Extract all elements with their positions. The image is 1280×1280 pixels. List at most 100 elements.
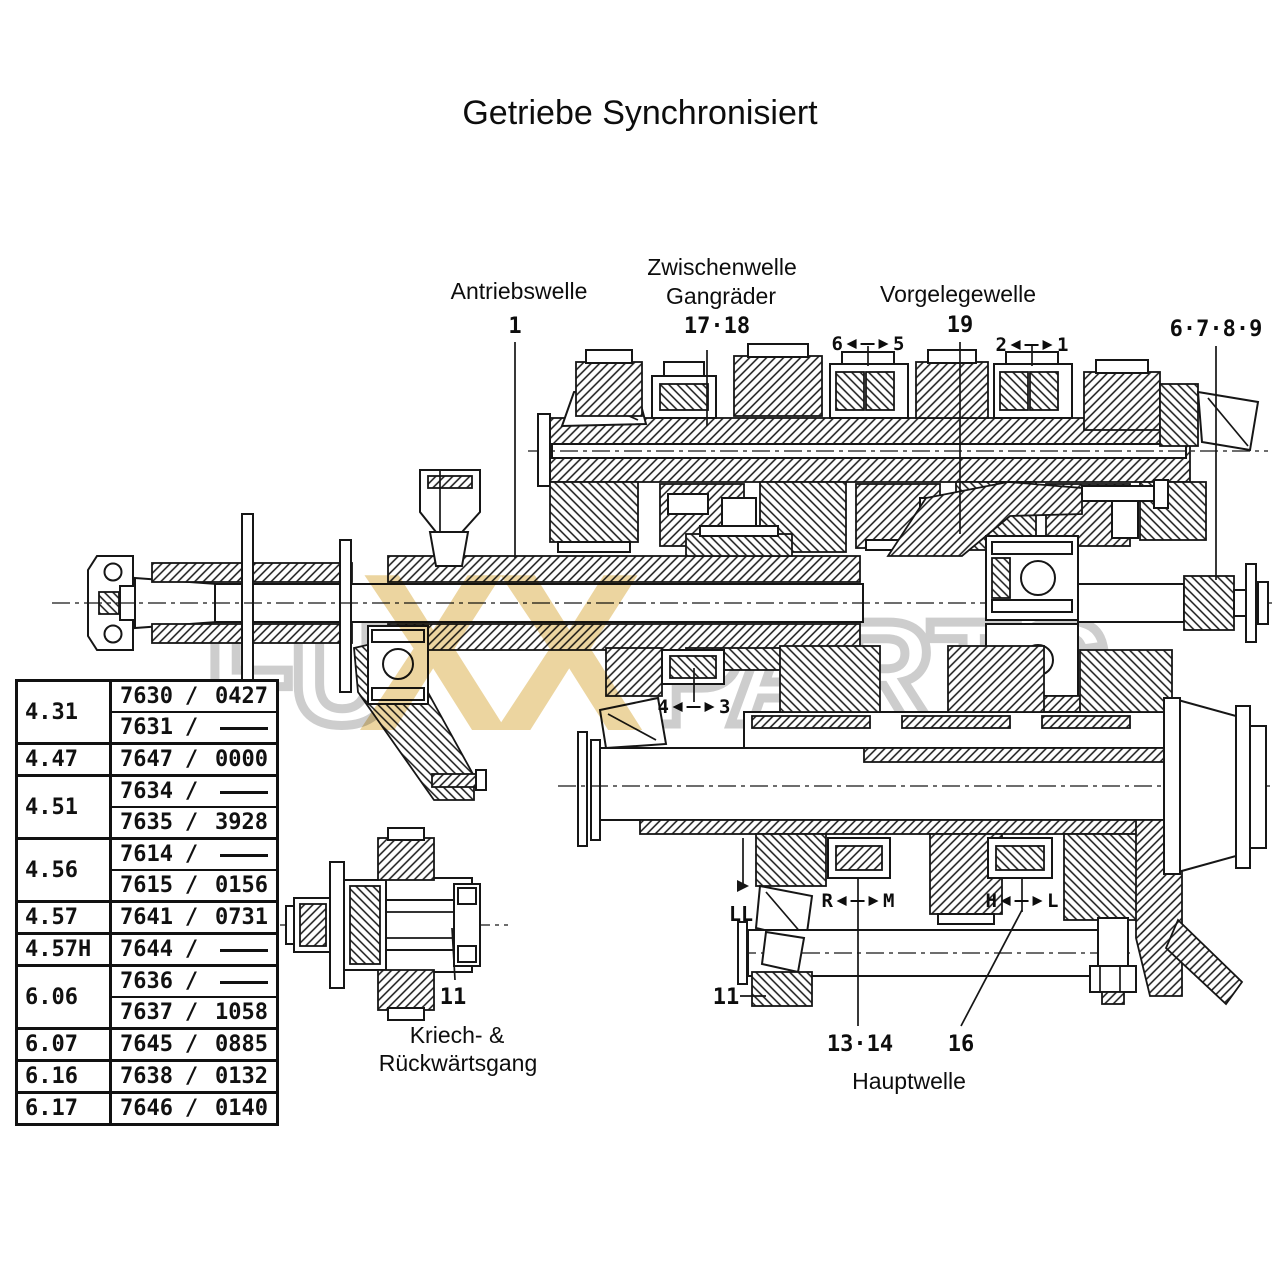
shift-left-label: 4 bbox=[657, 696, 669, 718]
shift-left-label: 2 bbox=[995, 334, 1007, 356]
ratio-cell: 4.31 bbox=[18, 682, 112, 742]
label-kriechgang-line2: Rückwärtsgang bbox=[378, 1050, 538, 1076]
shift-marker-6-5: 6 5 bbox=[832, 333, 905, 355]
creeper-gear-inset bbox=[280, 827, 508, 1021]
part-number-line: 7645/0885 bbox=[120, 1032, 268, 1057]
range-left-label: R bbox=[821, 890, 833, 912]
part-numbers-cell: 7614/7615/0156 bbox=[112, 840, 276, 900]
shift-left-label: 6 bbox=[831, 333, 843, 355]
arrow-right-icon bbox=[1043, 340, 1053, 350]
range-right-label: L bbox=[1047, 890, 1059, 912]
main-shaft-assembly bbox=[558, 645, 1270, 1007]
callout-11-main: 11 bbox=[712, 985, 740, 1010]
part-number-line: 7631/ bbox=[112, 713, 276, 742]
callout-leader-lines bbox=[451, 342, 1217, 1027]
arrow-stem bbox=[1015, 900, 1029, 902]
callout-13-14: 13·14 bbox=[826, 1032, 894, 1057]
label-kriechgang-line1: Kriech- & bbox=[409, 1022, 505, 1048]
part-number-line: 7647/0000 bbox=[120, 747, 268, 772]
part-numbers-cell: 7644/ bbox=[112, 935, 276, 964]
ratio-cell: 6.16 bbox=[18, 1062, 112, 1091]
shift-marker-4-3: 4 3 bbox=[658, 696, 731, 718]
callout-11-inset: 11 bbox=[439, 985, 467, 1010]
arrow-left-icon bbox=[1011, 340, 1021, 350]
countershaft-assembly bbox=[528, 343, 1268, 553]
table-row: 6.17 7646/0140 bbox=[18, 1094, 276, 1123]
table-row: 6.16 7638/0132 bbox=[18, 1062, 276, 1094]
part-number-line: 7636/ bbox=[112, 967, 276, 998]
part-numbers-cell: 7646/0140 bbox=[112, 1094, 276, 1123]
left-housing-wall bbox=[353, 469, 487, 801]
part-number-line: 7630/0427 bbox=[112, 682, 276, 713]
shift-right-label: 3 bbox=[719, 696, 731, 718]
callout-17-18: 17·18 bbox=[683, 314, 751, 339]
part-numbers-cell: 7636/7637/1058 bbox=[112, 967, 276, 1027]
arrow-right-icon bbox=[879, 339, 889, 349]
callout-19: 19 bbox=[946, 313, 974, 338]
ratio-cell: 6.17 bbox=[18, 1094, 112, 1123]
dash-placeholder bbox=[220, 980, 268, 984]
label-ll-range: LL bbox=[728, 902, 754, 926]
page-title: Getriebe Synchronisiert bbox=[462, 94, 818, 132]
part-numbers-cell: 7641/0731 bbox=[112, 903, 276, 932]
ratio-cell: 6.06 bbox=[18, 967, 112, 1027]
part-number-line: 7614/ bbox=[112, 840, 276, 871]
part-number-line: 7637/1058 bbox=[120, 1000, 268, 1025]
input-shaft-assembly bbox=[52, 513, 1272, 699]
part-numbers-cell: 7647/0000 bbox=[112, 745, 276, 774]
arrow-right-icon bbox=[1033, 896, 1043, 906]
part-numbers-cell: 7634/7635/3928 bbox=[112, 777, 276, 837]
part-number-line: 7638/0132 bbox=[120, 1064, 268, 1089]
output-shaft-stub bbox=[1077, 563, 1269, 643]
table-row: 4.57 7641/0731 bbox=[18, 903, 276, 935]
shift-marker-2-1: 2 1 bbox=[996, 334, 1069, 356]
label-vorgelegewelle: Vorgelegewelle bbox=[879, 281, 1037, 307]
label-hauptwelle: Hauptwelle bbox=[852, 1068, 966, 1094]
arrow-left-icon bbox=[673, 702, 683, 712]
ratio-cell: 4.51 bbox=[18, 777, 112, 837]
dash-placeholder bbox=[220, 790, 268, 794]
part-number-line: 7641/0731 bbox=[120, 905, 268, 930]
dash-placeholder bbox=[220, 948, 268, 952]
ratio-cell: 4.56 bbox=[18, 840, 112, 900]
ratio-cell: 4.47 bbox=[18, 745, 112, 774]
dash-placeholder bbox=[220, 853, 268, 857]
arrow-right-icon bbox=[705, 702, 715, 712]
table-row: 6.07 7645/0885 bbox=[18, 1030, 276, 1062]
ratio-cell: 4.57H bbox=[18, 935, 112, 964]
part-number-line: 7646/0140 bbox=[120, 1096, 268, 1121]
arrow-left-icon bbox=[847, 339, 857, 349]
arrow-left-icon bbox=[1001, 896, 1011, 906]
part-number-line: 7615/0156 bbox=[120, 873, 268, 898]
label-zwischenwelle-line2: Gangräder bbox=[666, 283, 776, 309]
label-antriebswelle: Antriebswelle bbox=[450, 278, 588, 304]
range-right-label: M bbox=[883, 890, 895, 912]
ratio-cell: 6.07 bbox=[18, 1030, 112, 1059]
ratio-cell: 4.57 bbox=[18, 903, 112, 932]
table-row: 4.47 7647/0000 bbox=[18, 745, 276, 777]
part-number-line: 7634/ bbox=[112, 777, 276, 808]
range-left-label: H bbox=[985, 890, 997, 912]
range-marker-r-m: R M bbox=[822, 890, 895, 912]
arrow-stem bbox=[1025, 344, 1039, 346]
callout-16: 16 bbox=[947, 1032, 975, 1057]
callout-6-7-8-9: 6·7·8·9 bbox=[1169, 317, 1263, 342]
arrow-left-icon bbox=[837, 896, 847, 906]
arrow-stem bbox=[687, 706, 701, 708]
arrow-right-icon bbox=[869, 896, 879, 906]
shift-right-label: 5 bbox=[893, 333, 905, 355]
label-zwischenwelle-line1: Zwischenwelle bbox=[647, 254, 797, 280]
watermark-accent-text: XX bbox=[358, 526, 643, 778]
arrow-stem bbox=[851, 900, 865, 902]
callout-1: 1 bbox=[508, 314, 522, 339]
part-numbers-cell: 7638/0132 bbox=[112, 1062, 276, 1091]
